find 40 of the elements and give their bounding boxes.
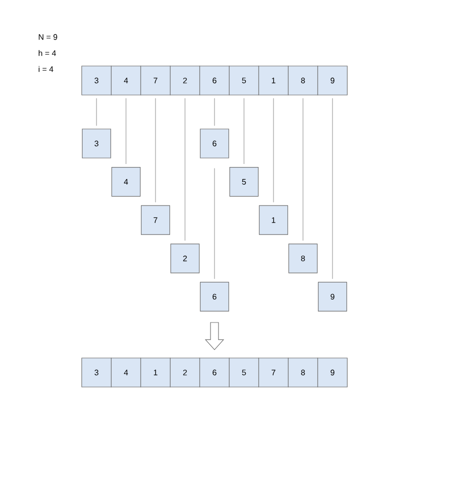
array-cell: 9 — [317, 66, 348, 96]
array-cell: 2 — [170, 358, 200, 388]
connector-line — [302, 98, 304, 241]
connector-line — [214, 98, 215, 126]
value-box: 4 — [111, 167, 141, 197]
value-box: 8 — [288, 244, 318, 274]
array-cell: 6 — [199, 358, 230, 388]
array-cell: 2 — [170, 66, 200, 96]
array-cell: 5 — [228, 66, 260, 96]
value-box: 6 — [200, 282, 230, 312]
value-box: 2 — [170, 244, 200, 274]
connector-line — [96, 98, 97, 126]
connector-line — [184, 98, 186, 241]
array-cell: 1 — [258, 66, 289, 96]
value-box: 3 — [82, 128, 112, 158]
array-cell: 7 — [258, 358, 289, 388]
connector-line — [214, 168, 215, 280]
block-arrow — [204, 322, 224, 350]
array-cell: 4 — [110, 66, 142, 96]
array-cell: 4 — [110, 358, 142, 388]
array-cell: 8 — [288, 358, 318, 388]
value-box: 1 — [258, 205, 288, 235]
connector-line — [332, 98, 333, 280]
variable-label: i = 4 — [38, 66, 54, 72]
variable-label: N = 9 — [38, 34, 58, 40]
array-cell: 3 — [81, 358, 112, 388]
array-cell: 3 — [81, 66, 112, 96]
array-cell: 1 — [140, 358, 171, 388]
connector-line — [273, 98, 274, 203]
array-cell: 6 — [199, 66, 230, 96]
value-box: 6 — [200, 128, 230, 158]
array-cell: 8 — [288, 66, 318, 96]
value-box: 9 — [318, 282, 348, 312]
variable-label: h = 4 — [38, 50, 56, 56]
array-cell: 7 — [140, 66, 171, 96]
value-box: 5 — [229, 167, 259, 197]
connector-line — [155, 98, 156, 203]
array-cell: 5 — [228, 358, 260, 388]
array-cell: 9 — [317, 358, 348, 388]
value-box: 7 — [140, 205, 170, 235]
